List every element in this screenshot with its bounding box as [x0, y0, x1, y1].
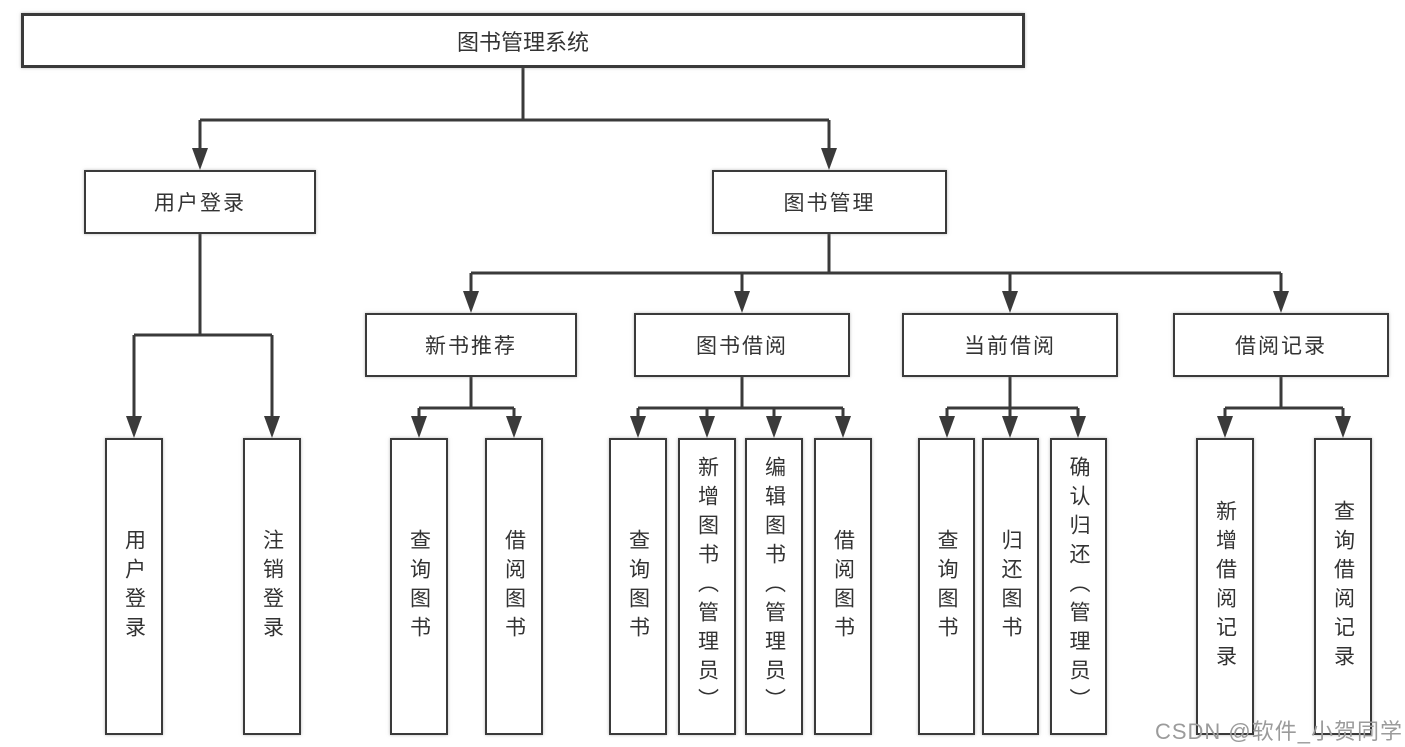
arrowhead [835, 416, 851, 438]
arrowhead [1002, 291, 1018, 313]
connector-borrow-record-to-leaves [1217, 377, 1351, 438]
leaf-borrow-book: 借阅图书 [814, 438, 872, 735]
connector-current-borrow-to-leaves [939, 377, 1086, 438]
arrowhead [1273, 291, 1289, 313]
leaf-query-book-recommend: 查询图书 [390, 438, 448, 735]
arrowhead [766, 416, 782, 438]
node-label: 借阅记录 [1235, 335, 1327, 358]
node-label: 借阅图书 [502, 528, 526, 645]
node-label: 归还图书 [999, 528, 1023, 645]
node-book-borrow: 图书借阅 [634, 313, 850, 377]
connector-user-login-to-leaves [126, 234, 280, 438]
arrowhead [821, 148, 837, 170]
arrowhead [1070, 416, 1086, 438]
arrowhead [411, 416, 427, 438]
node-borrow-record: 借阅记录 [1173, 313, 1389, 377]
node-label: 查询图书 [407, 528, 431, 645]
node-label: 借阅图书 [831, 528, 855, 645]
leaf-user-login: 用户登录 [105, 438, 163, 735]
leaf-add-book-admin: 新增图书（管理员） [678, 438, 736, 735]
node-user-login: 用户登录 [84, 170, 316, 234]
node-label: 图书管理系统 [456, 29, 589, 55]
node-label: 图书借阅 [696, 335, 788, 358]
node-root-library-system: 图书管理系统 [21, 13, 1025, 68]
arrowhead [1217, 416, 1233, 438]
leaf-logout-login: 注销登录 [243, 438, 301, 735]
leaf-confirm-return-admin: 确认归还（管理员） [1050, 438, 1107, 735]
node-label: 查询图书 [935, 528, 959, 645]
leaf-query-borrow-record: 查询借阅记录 [1314, 438, 1372, 735]
node-label: 查询图书 [626, 528, 650, 645]
node-label: 查询借阅记录 [1331, 499, 1355, 674]
arrowhead [699, 416, 715, 438]
arrowhead [1002, 416, 1018, 438]
leaf-query-book-borrow: 查询图书 [609, 438, 667, 735]
node-label: 新增图书（管理员） [695, 456, 719, 717]
arrowhead [192, 148, 208, 170]
arrowhead [463, 291, 479, 313]
arrowhead [734, 291, 750, 313]
node-new-book-recommend: 新书推荐 [365, 313, 577, 377]
connector-root-to-level2 [192, 68, 837, 170]
arrowhead [126, 416, 142, 438]
connector-new-book-recommend-to-leaves [411, 377, 522, 438]
connector-book-management-to-level3 [463, 234, 1289, 313]
node-label: 新增借阅记录 [1213, 499, 1237, 674]
csdn-watermark: CSDN @软件_小贺同学 [1154, 719, 1403, 744]
connector-book-borrow-to-leaves [630, 377, 851, 438]
node-book-management: 图书管理 [712, 170, 947, 234]
node-label: 注销登录 [260, 528, 284, 645]
node-label: 图书管理 [783, 192, 876, 215]
arrowhead [1335, 416, 1351, 438]
leaf-edit-book-admin: 编辑图书（管理员） [745, 438, 803, 735]
leaf-add-borrow-record: 新增借阅记录 [1196, 438, 1254, 735]
node-label: 用户登录 [154, 192, 246, 215]
arrowhead [506, 416, 522, 438]
node-label: 新书推荐 [425, 335, 517, 358]
node-label: 编辑图书（管理员） [762, 456, 786, 717]
node-current-borrow: 当前借阅 [902, 313, 1118, 377]
node-label: 用户登录 [122, 528, 146, 645]
leaf-borrow-book-recommend: 借阅图书 [485, 438, 543, 735]
arrowhead [630, 416, 646, 438]
node-label: 确认归还（管理员） [1067, 456, 1091, 717]
leaf-return-book: 归还图书 [982, 438, 1039, 735]
leaf-query-book-current: 查询图书 [918, 438, 975, 735]
arrowhead [264, 416, 280, 438]
arrowhead [939, 416, 955, 438]
node-label: 当前借阅 [964, 335, 1056, 358]
